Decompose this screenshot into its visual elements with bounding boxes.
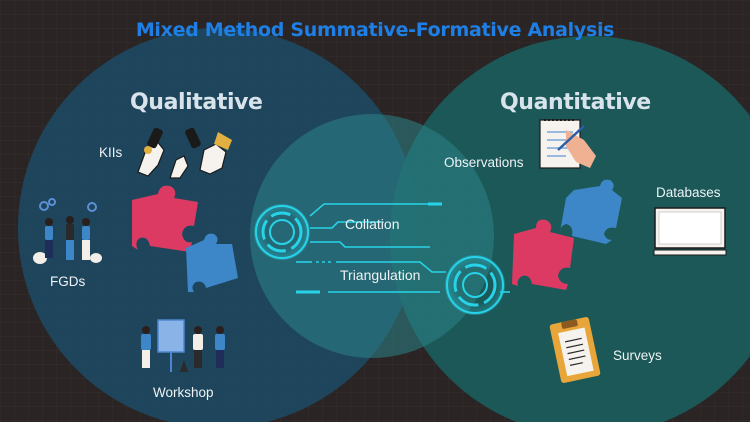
puzzle-blue-right-icon	[560, 179, 622, 244]
triangulation-label: Triangulation	[340, 267, 421, 283]
surveys-label: Surveys	[613, 348, 662, 363]
quantitative-heading: Quantitative	[500, 90, 651, 115]
quantitative-circle	[390, 36, 750, 422]
databases-label: Databases	[656, 185, 721, 200]
workshop-label: Workshop	[153, 385, 214, 400]
triangulation-ring-icon	[445, 255, 505, 315]
workshop-icon	[141, 319, 225, 372]
connector-lines	[296, 202, 510, 294]
center-overlap-circle	[250, 114, 494, 358]
observations-label: Observations	[444, 155, 524, 170]
kii-label: KIIs	[99, 145, 123, 160]
puzzle-pink-right-icon	[512, 219, 574, 290]
qualitative-heading: Qualitative	[130, 90, 263, 115]
fgd-label: FGDs	[50, 274, 86, 289]
collation-label: Collation	[345, 216, 400, 232]
fgd-people-icon	[33, 198, 102, 264]
surveys-clipboard-icon	[549, 317, 601, 383]
puzzle-pink-left-icon	[132, 185, 198, 252]
databases-monitor-icon	[653, 207, 727, 256]
diagram-title: Mixed Method Summative-Formative Analysi…	[135, 19, 615, 41]
observations-notepad-icon	[539, 119, 596, 169]
kii-hands-icon	[137, 127, 232, 179]
collation-ring-icon	[254, 204, 310, 260]
puzzle-blue-left-icon	[186, 233, 238, 292]
